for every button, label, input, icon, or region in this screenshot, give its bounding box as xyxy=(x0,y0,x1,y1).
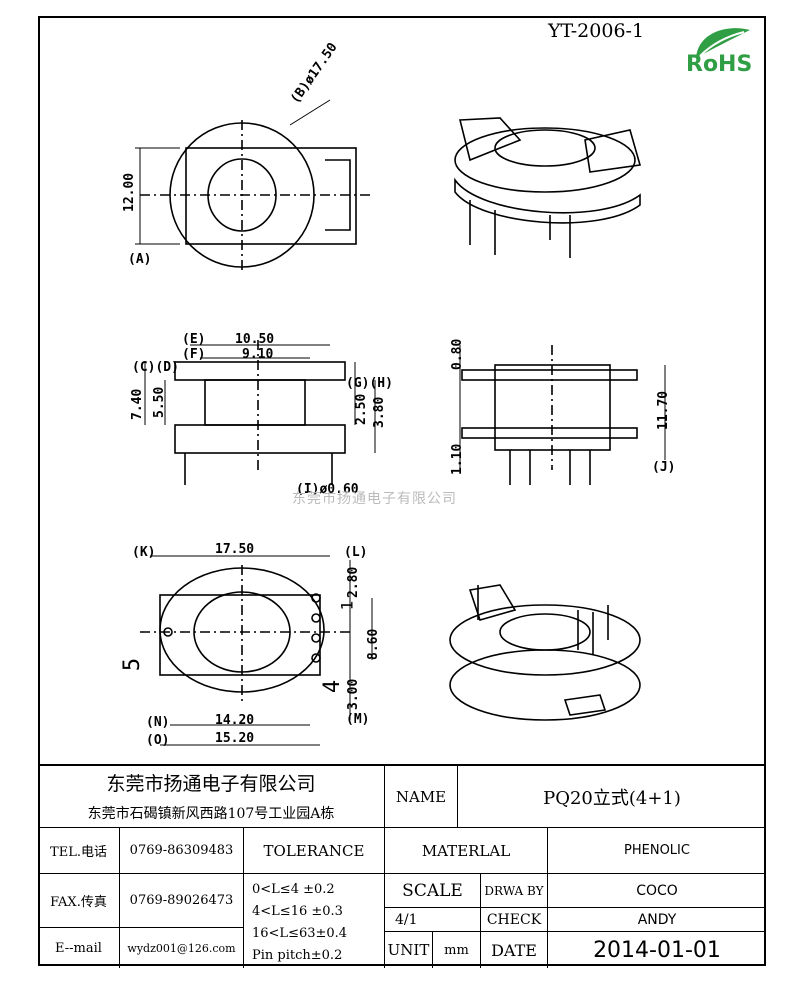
scale-value: 4/1 xyxy=(385,908,481,932)
drawing-frame xyxy=(38,16,766,966)
rohs-label: RoHS xyxy=(686,52,753,77)
dim-side-total: 11.70 xyxy=(656,390,671,430)
dim-height-380: 3.80 xyxy=(372,396,387,428)
dim-top-height: 12.00 xyxy=(122,172,137,212)
unit-label: UNIT xyxy=(385,932,433,968)
dim-width-910: 9.10 xyxy=(242,347,274,362)
tolerance-label: TOLERANCE xyxy=(244,828,385,874)
scale-label: SCALE xyxy=(385,874,481,908)
dim-gh-label: (G)(H) xyxy=(346,376,393,391)
name-label: NAME xyxy=(385,766,458,828)
tolerance-row-1: 0<L≤4 ±0.2 xyxy=(252,882,335,897)
dim-f-label: (F) xyxy=(182,347,206,362)
check-label: CHECK xyxy=(481,908,548,932)
company-address: 东莞市石碣镇新风西路107号工业园A栋 xyxy=(38,798,385,828)
title-block: 东莞市扬通电子有限公司 东莞市石碣镇新风西路107号工业园A栋 NAME PQ2… xyxy=(38,764,766,968)
company-name: 东莞市扬通电子有限公司 xyxy=(38,766,385,798)
tel-value: 0769-86309483 xyxy=(120,828,244,874)
dim-j-label: (J) xyxy=(652,460,676,475)
dim-pitch-300: 3.00 xyxy=(346,678,361,710)
dim-e-label: (E) xyxy=(182,332,206,347)
unit-value: mm xyxy=(433,932,481,968)
dim-side-top: 0.80 xyxy=(450,338,465,370)
dim-height-740: 7.40 xyxy=(130,388,145,420)
pin-label-1: 1 xyxy=(337,600,357,611)
date-label: DATE xyxy=(481,932,548,968)
tolerance-row-4: Pin pitch±0.2 xyxy=(252,948,343,963)
date-value: 2014-01-01 xyxy=(593,937,721,963)
tolerance-row-2: 4<L≤16 ±0.3 xyxy=(252,904,343,919)
drawn-by-label: DRWA BY xyxy=(481,874,548,908)
dim-width-1520: 15.20 xyxy=(215,731,255,746)
drawn-by-value: COCO xyxy=(548,874,766,908)
fax-label: FAX.传真 xyxy=(38,874,120,928)
tolerance-row-3: 16<L≤63±0.4 xyxy=(252,926,348,941)
material-label: MATERLAL xyxy=(385,828,548,874)
dim-width-1050: 10.50 xyxy=(235,332,275,347)
dim-pitch-280: 2.80 xyxy=(346,566,361,598)
fax-value: 0769-89026473 xyxy=(120,874,244,928)
dim-o-label: (O) xyxy=(146,733,170,748)
dim-side-bottom: 1.10 xyxy=(450,443,465,475)
email-label: E--mail xyxy=(38,928,120,968)
dim-a-label: (A) xyxy=(128,252,152,267)
dim-l-label: (L) xyxy=(344,545,368,560)
pin-label-4: 4 xyxy=(320,679,346,694)
tolerance-values: 0<L≤4 ±0.2 4<L≤16 ±0.3 16<L≤63±0.4 Pin p… xyxy=(244,874,385,968)
dim-cd-label: (C)(D) xyxy=(132,360,179,375)
leaf-icon xyxy=(696,28,750,58)
rohs-logo: RoHS xyxy=(678,22,768,80)
dim-k-label: (K) xyxy=(132,545,156,560)
dim-pin-dia: (I)ø0.60 xyxy=(296,482,359,497)
dim-width-1420: 14.20 xyxy=(215,713,255,728)
check-value: ANDY xyxy=(548,908,766,932)
dim-pitch-860: 8.60 xyxy=(366,628,381,660)
name-value: PQ20立式(4+1) xyxy=(458,766,766,828)
dim-width-1750: 17.50 xyxy=(215,542,255,557)
email-value: wydz001@126.com xyxy=(120,928,244,968)
doc-number: YT-2006-1 xyxy=(548,20,645,42)
dim-m-label: (M) xyxy=(346,712,370,727)
dim-n-label: (N) xyxy=(146,715,170,730)
dim-height-250: 2.50 xyxy=(354,393,369,425)
watermark-text: 东莞市扬通电子有限公司 xyxy=(292,491,457,507)
tel-label: TEL.电话 xyxy=(38,828,120,874)
dim-height-550: 5.50 xyxy=(152,386,167,418)
material-value: PHENOLIC xyxy=(548,828,766,874)
pin-label-5: 5 xyxy=(120,657,146,672)
